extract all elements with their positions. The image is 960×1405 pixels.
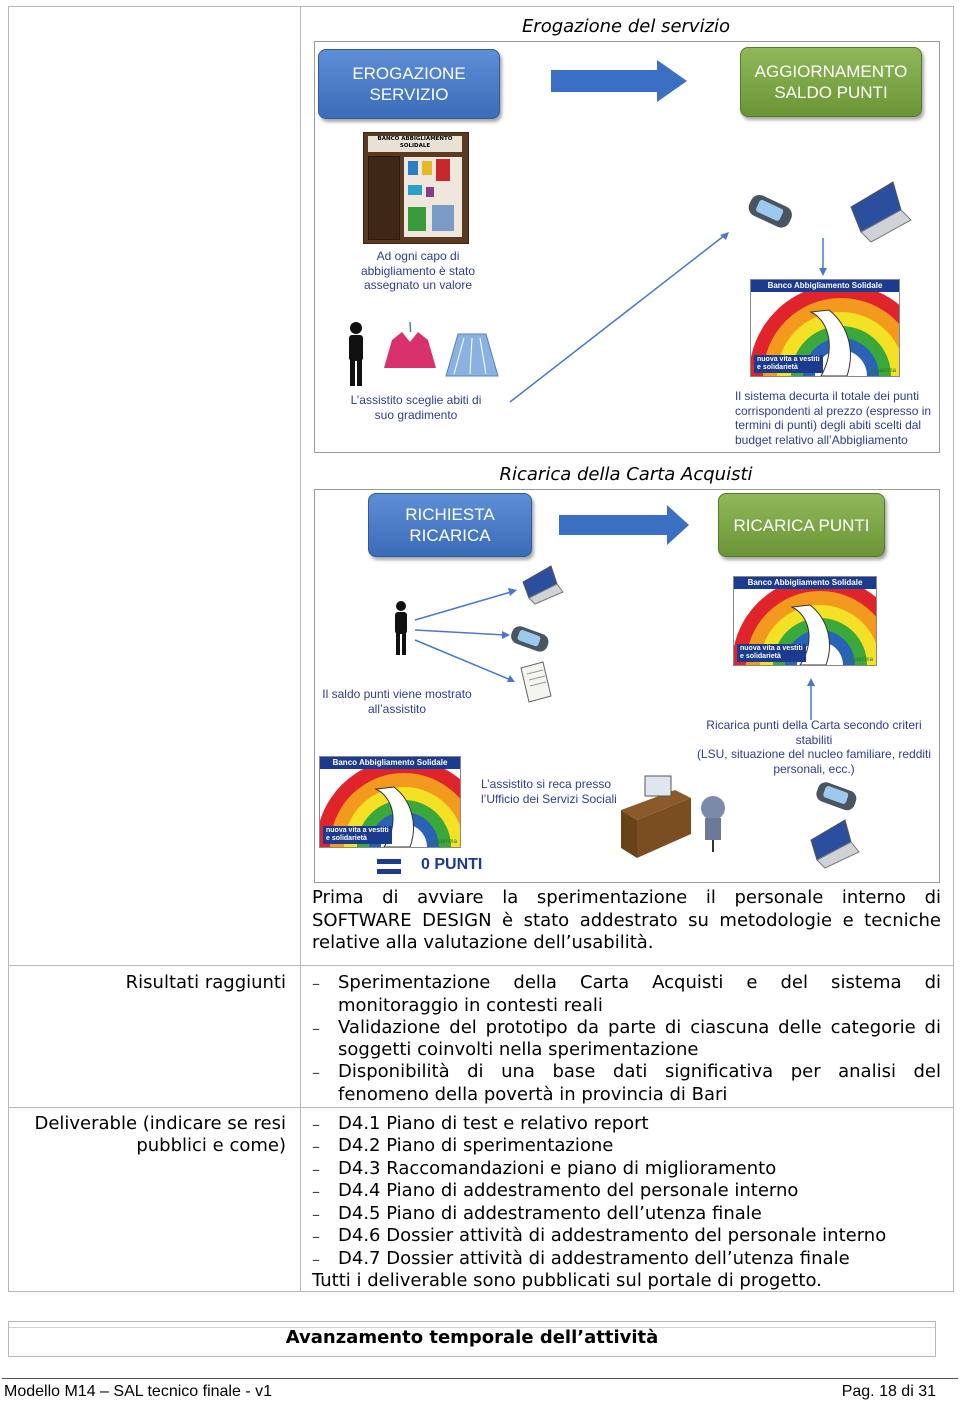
zero-points-label: 0 PUNTI <box>421 856 483 873</box>
recharge-points-box: RICARICA PUNTI <box>718 493 885 557</box>
list-bullet: – <box>312 1205 320 1224</box>
organization-logo: Banco Abbigliamento Solidale nuova vita … <box>733 576 877 666</box>
deliverable-item: D4.6 Dossier attività di addestramento d… <box>338 1225 887 1246</box>
result-item-line1: Validazione del prototipo da parte di ci… <box>338 1017 941 1038</box>
figure-service-delivery: EROGAZIONE SERVIZIO AGGIORNAMENTO SALDO … <box>314 41 940 453</box>
note-points-decrement: Il sistema decurta il totale dei punti c… <box>735 389 932 447</box>
logo-brand: equanima <box>430 839 457 845</box>
document-icon <box>520 661 552 703</box>
section-heading: Avanzamento temporale dell’attività <box>285 1327 659 1348</box>
logo-tagline: nuova vita a vestiti e solidarietà <box>323 826 392 844</box>
footer-rule <box>2 1378 958 1379</box>
figure-caption: Erogazione del servizio <box>521 16 731 37</box>
office-desk-icon <box>621 775 725 858</box>
deliverable-item: D4.1 Piano di test e relativo report <box>338 1113 649 1134</box>
list-bullet: – <box>312 1182 320 1201</box>
footer-document-name: Modello M14 – SAL tecnico finale - v1 <box>4 1383 272 1400</box>
organization-logo: Banco Abbigliamento Solidale nuova vita … <box>319 756 461 848</box>
delivery-box: EROGAZIONE SERVIZIO <box>318 49 500 119</box>
laptop-icon <box>850 181 912 243</box>
blouse-icon <box>384 332 436 368</box>
wardrobe-door <box>368 156 400 240</box>
deliverable-item: D4.5 Piano di addestramento dell’utenza … <box>338 1203 762 1224</box>
result-item-line2: monitoraggio in contesti reali <box>338 995 603 1016</box>
note-balance-shown: Il saldo punti viene mostrato all’assist… <box>322 687 472 716</box>
logo-tagline: nuova vita a vestiti e solidarietà <box>754 355 823 373</box>
diagram-arrows <box>377 505 860 874</box>
logo-brand: equanima <box>869 368 896 374</box>
person-icon <box>349 322 363 386</box>
skirt-icon <box>445 333 499 377</box>
list-bullet: – <box>312 1160 320 1179</box>
person-icon <box>395 601 407 655</box>
deliverable-item: D4.4 Piano di addestramento del personal… <box>338 1180 799 1201</box>
logo-banner: Banco Abbigliamento Solidale <box>734 577 876 589</box>
list-bullet: – <box>312 974 320 993</box>
row-divider <box>8 1107 954 1108</box>
table-border-bottom <box>8 1291 954 1292</box>
deliverable-item: D4.7 Dossier attività di addestramento d… <box>338 1248 850 1269</box>
deliverables-footer: Tutti i deliverable sono pubblicati sul … <box>312 1270 822 1291</box>
note-choose-clothes: L’assistito sceglie abiti di suo gradime… <box>350 393 482 422</box>
row-divider <box>8 965 954 966</box>
wardrobe-illustration: BANCO ABBIGLIAMENTO SOLIDALE <box>363 132 469 244</box>
laptop-icon <box>810 819 860 869</box>
customer-with-clothes <box>349 322 499 386</box>
deliverable-item: D4.3 Raccomandazioni e piano di migliora… <box>338 1158 777 1179</box>
table-column-divider <box>300 6 301 1292</box>
process-arrow <box>551 60 687 102</box>
list-bullet: – <box>312 1250 320 1269</box>
footer-page-number: Pag. 18 di 31 <box>841 1383 936 1400</box>
figure-card-recharge: RICHIESTA RICARICA RICARICA PUNTI <box>314 489 940 883</box>
logo-banner: Banco Abbigliamento Solidale <box>320 757 460 769</box>
results-label: Risultati raggiunti <box>125 972 286 993</box>
phone-icon <box>511 626 549 652</box>
deliverables-label-line1: Deliverable (indicare se resi <box>34 1113 286 1134</box>
result-item-line1: Sperimentazione della Carta Acquisti e d… <box>338 972 941 993</box>
wardrobe-sign: BANCO ABBIGLIAMENTO SOLIDALE <box>368 136 462 152</box>
result-item-line2: soggetti coinvolti nella sperimentazione <box>338 1039 699 1060</box>
balance-update-box: AGGIORNAMENTO SALDO PUNTI <box>740 47 922 117</box>
logo-tagline: nuova vita a vestiti e solidarietà <box>737 644 806 662</box>
connector-line <box>414 629 506 636</box>
organization-logo: Banco Abbigliamento Solidale nuova vita … <box>750 279 900 377</box>
section-heading-box: Avanzamento temporale dell’attività <box>8 1321 936 1357</box>
note-social-services: L’assistito si reca presso l’Ufficio dei… <box>481 777 617 806</box>
table-border-left <box>8 6 9 1292</box>
equals-sign <box>377 859 401 864</box>
process-arrow <box>559 505 689 545</box>
logo-brand: equanima <box>846 657 873 663</box>
table-border-top <box>8 6 954 7</box>
phone-icon <box>816 782 857 811</box>
training-paragraph: Prima di avviare la sperimentazione il p… <box>312 887 941 953</box>
result-item-line1: Disponibilità di una base dati significa… <box>338 1061 941 1082</box>
laptop-icon <box>522 565 564 605</box>
connector-line <box>509 234 726 403</box>
list-bullet: – <box>312 1115 320 1134</box>
list-bullet: – <box>312 1137 320 1156</box>
wardrobe-shelves <box>404 157 462 237</box>
connector-line <box>414 639 512 681</box>
list-bullet: – <box>312 1019 320 1038</box>
logo-banner: Banco Abbigliamento Solidale <box>751 280 899 292</box>
diagram-arrows <box>407 60 912 403</box>
figure-caption: Ricarica della Carta Acquisti <box>499 464 753 485</box>
result-item-line2: fenomeno della povertà in provincia di B… <box>338 1084 728 1105</box>
deliverables-label-line2: pubblici e come) <box>136 1135 286 1156</box>
note-recharge-criteria: Ricarica punti della Carta secondo crite… <box>696 718 932 776</box>
phone-icon <box>748 194 792 228</box>
deliverable-item: D4.2 Piano di sperimentazione <box>338 1135 614 1156</box>
recharge-request-box: RICHIESTA RICARICA <box>368 493 532 557</box>
connector-line <box>414 591 512 621</box>
table-border-right <box>953 6 954 1292</box>
list-bullet: – <box>312 1063 320 1082</box>
list-bullet: – <box>312 1227 320 1246</box>
note-garment-value: Ad ogni capo di abbigliamento è stato as… <box>360 249 476 292</box>
